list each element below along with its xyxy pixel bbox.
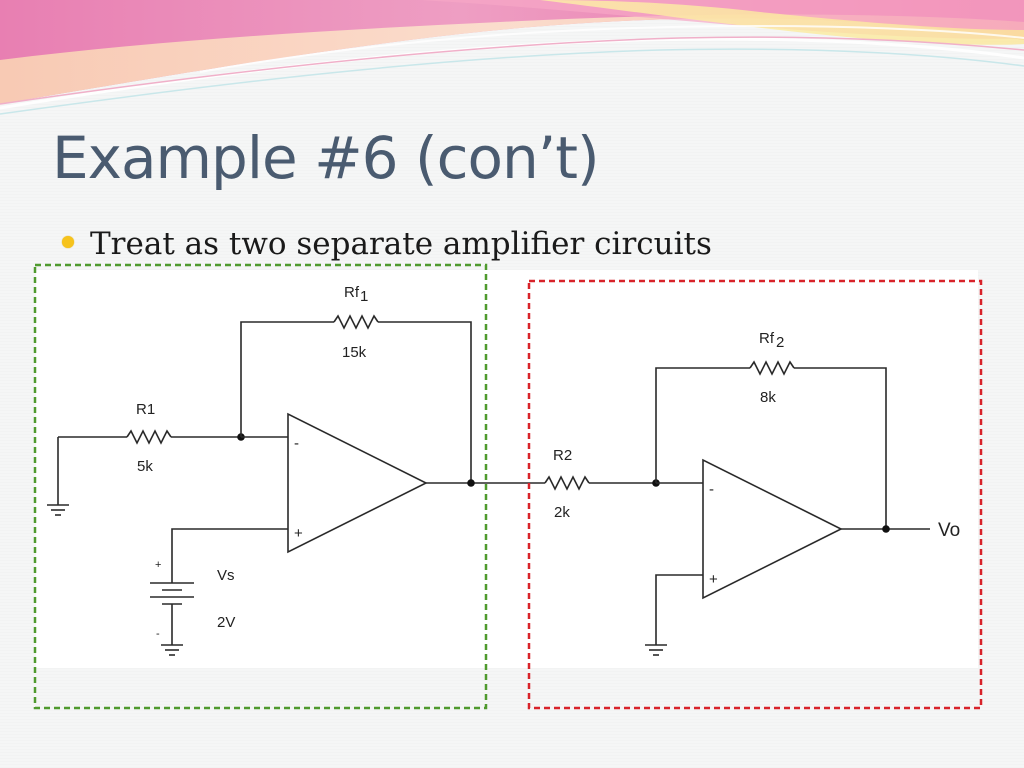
resistor-r1 bbox=[126, 429, 172, 445]
label-r2-value: 2k bbox=[554, 504, 570, 521]
label-vo: Vo bbox=[938, 520, 960, 541]
bullet-dot-icon bbox=[62, 236, 74, 248]
resistor-r2 bbox=[544, 475, 590, 491]
wire-feedback1-right bbox=[378, 321, 472, 483]
opamp-2 bbox=[702, 458, 843, 600]
wire-opamp2-plus-ground bbox=[655, 574, 703, 645]
bullet-text: Treat as two separate amplifier circuits bbox=[90, 226, 712, 262]
label-r1-value: 5k bbox=[137, 458, 153, 475]
label-r2-name: R2 bbox=[553, 447, 572, 464]
wire-feedback2-right bbox=[794, 367, 887, 529]
label-opamp2-plus: + bbox=[709, 571, 718, 588]
label-opamp1-plus: + bbox=[294, 525, 303, 542]
label-rf1-name: Rf1 bbox=[344, 284, 368, 305]
label-battery-plus: + bbox=[155, 559, 161, 571]
resistor-rf2 bbox=[749, 360, 795, 376]
slide-title: Example #6 (con’t) bbox=[52, 124, 600, 192]
label-rf2-value: 8k bbox=[760, 389, 776, 406]
node-output-2 bbox=[882, 525, 890, 533]
label-vs-name: Vs bbox=[217, 567, 235, 584]
opamp-1 bbox=[287, 412, 428, 554]
ground-symbol-left bbox=[47, 504, 69, 516]
label-r1-name: R1 bbox=[136, 401, 155, 418]
ground-symbol-stage2 bbox=[645, 644, 667, 656]
label-opamp1-minus: - bbox=[294, 435, 299, 452]
node-output-1 bbox=[467, 479, 475, 487]
decorative-swoosh-banner bbox=[0, 0, 1024, 115]
ground-symbol-battery bbox=[161, 644, 183, 656]
label-opamp2-minus: - bbox=[709, 481, 714, 498]
label-vs-value: 2V bbox=[217, 614, 235, 631]
bullet-item: Treat as two separate amplifier circuits bbox=[62, 224, 712, 264]
label-rf1-value: 15k bbox=[342, 344, 367, 361]
resistor-rf1 bbox=[333, 314, 379, 330]
battery-vs bbox=[150, 582, 194, 605]
label-battery-minus: - bbox=[156, 628, 160, 640]
